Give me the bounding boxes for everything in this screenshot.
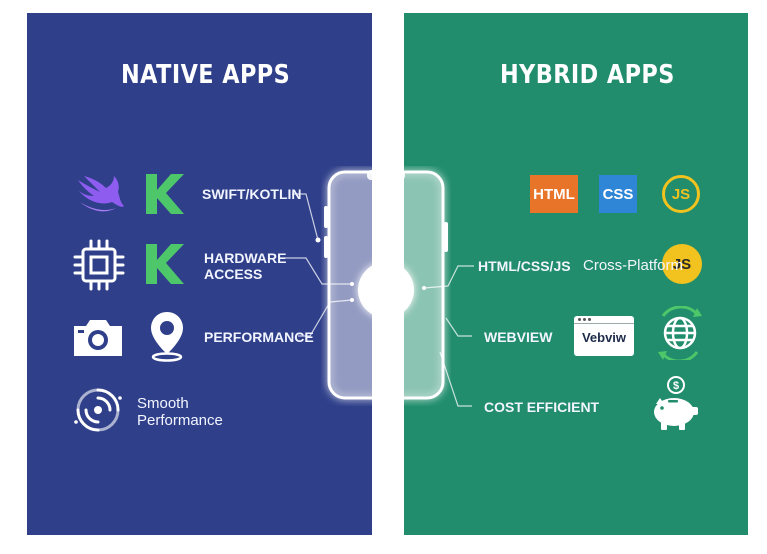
swift-kotlin-label: SWIFT/KOTLIN	[202, 186, 302, 202]
html-css-js-label: HTML/CSS/JS	[478, 258, 571, 274]
window-dot	[588, 318, 591, 321]
js-coin-icon: JS	[662, 244, 702, 284]
window-dot	[578, 318, 581, 321]
css-badge: CSS	[599, 175, 637, 213]
performance-label: PERFORMANCE	[204, 329, 314, 345]
webview-label: WEBVIEW	[484, 329, 553, 345]
smartphone-icon	[324, 170, 448, 400]
kotlin-k-icon	[146, 174, 184, 214]
cross-platform-label: Cross-Platform	[583, 257, 684, 274]
cost-efficient-label: COST EFFICIENT	[484, 399, 600, 415]
chip-icon	[73, 239, 125, 291]
hybrid-apps-title: HYBRID APPS	[500, 60, 675, 90]
location-pin-icon	[151, 312, 183, 362]
browser-titlebar	[574, 316, 634, 324]
svg-text:$: $	[673, 380, 679, 392]
hardware-access-label: HARDWARE ACCESS	[204, 250, 287, 282]
browser-window-icon: Vebviw	[574, 316, 634, 356]
smooth-performance-label: Smooth Performance	[137, 395, 223, 429]
native-apps-title: NATIVE APPS	[121, 60, 291, 90]
window-dot	[583, 318, 586, 321]
html-badge: HTML	[530, 175, 578, 213]
camera-icon	[74, 320, 122, 356]
webview-window-text: Vebviw	[581, 330, 627, 345]
swift-bird-icon	[78, 176, 124, 212]
globe-sync-icon	[658, 306, 702, 360]
js-badge: JS	[662, 175, 700, 213]
piggy-bank-icon: $	[654, 376, 698, 430]
kotlin-k-icon-2	[146, 244, 184, 284]
swirl-icon	[74, 388, 122, 432]
